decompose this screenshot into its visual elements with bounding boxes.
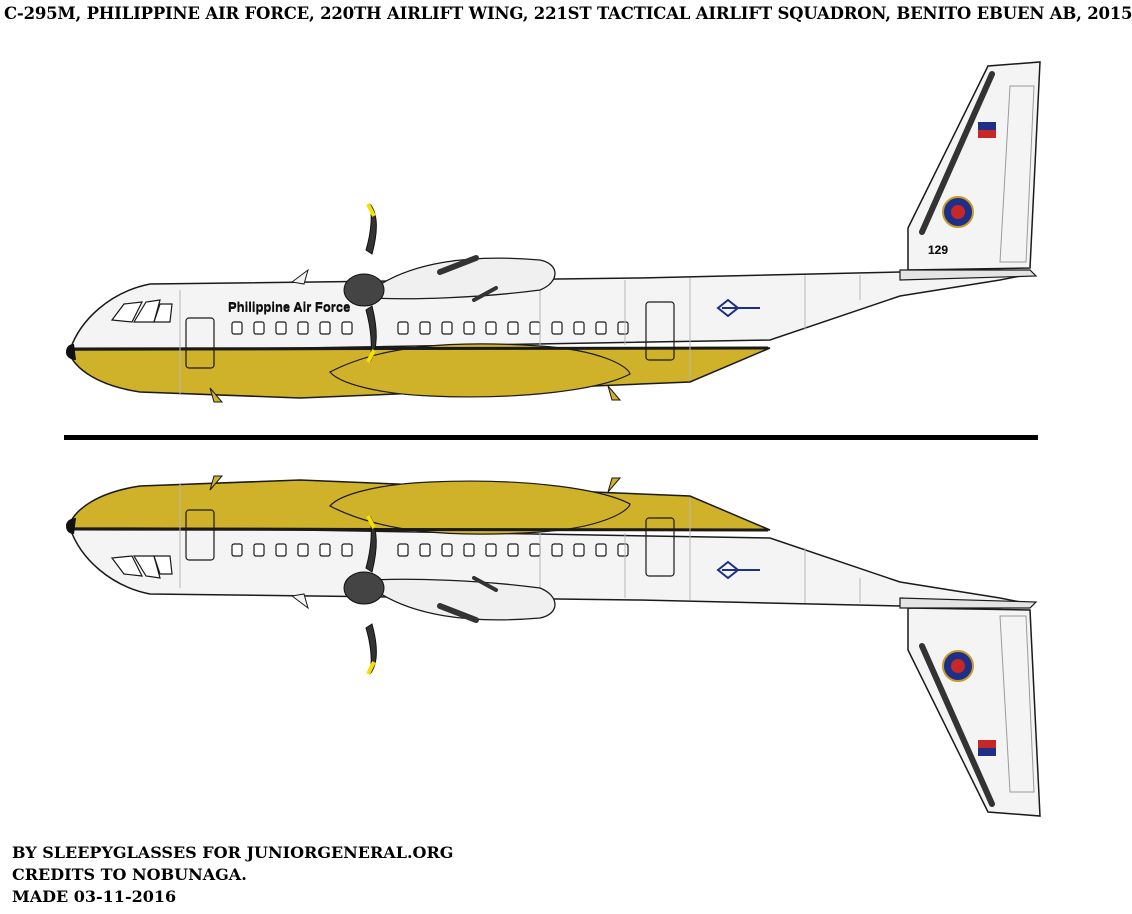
aircraft-bottom-view: Philippine Air Force 129 bbox=[66, 243, 1040, 816]
tail-number-top: 129 bbox=[928, 243, 948, 257]
divider-line bbox=[64, 435, 1038, 440]
aircraft-top-view: Philippine Air Force 129 bbox=[66, 62, 1040, 402]
fuselage-text-bottom: Philippine Air Force bbox=[228, 300, 350, 315]
credits-date: MADE 03-11-2016 bbox=[12, 887, 177, 906]
tail-number-bottom: 129 bbox=[928, 243, 948, 257]
fuselage-text-top: Philippine Air Force bbox=[228, 299, 350, 314]
credits-thanks: CREDITS TO NOBUNAGA. bbox=[12, 865, 247, 884]
credits-block: BY SLEEPYGLASSES FOR JUNIORGENERAL.ORG C… bbox=[12, 842, 453, 908]
page-title: C-295M, PHILIPPINE AIR FORCE, 220TH AIRL… bbox=[4, 4, 1132, 23]
aircraft-profiles: Philippine Air Force 129 Philippine Air … bbox=[0, 0, 1100, 914]
credits-author: BY SLEEPYGLASSES FOR JUNIORGENERAL.ORG bbox=[12, 843, 454, 862]
